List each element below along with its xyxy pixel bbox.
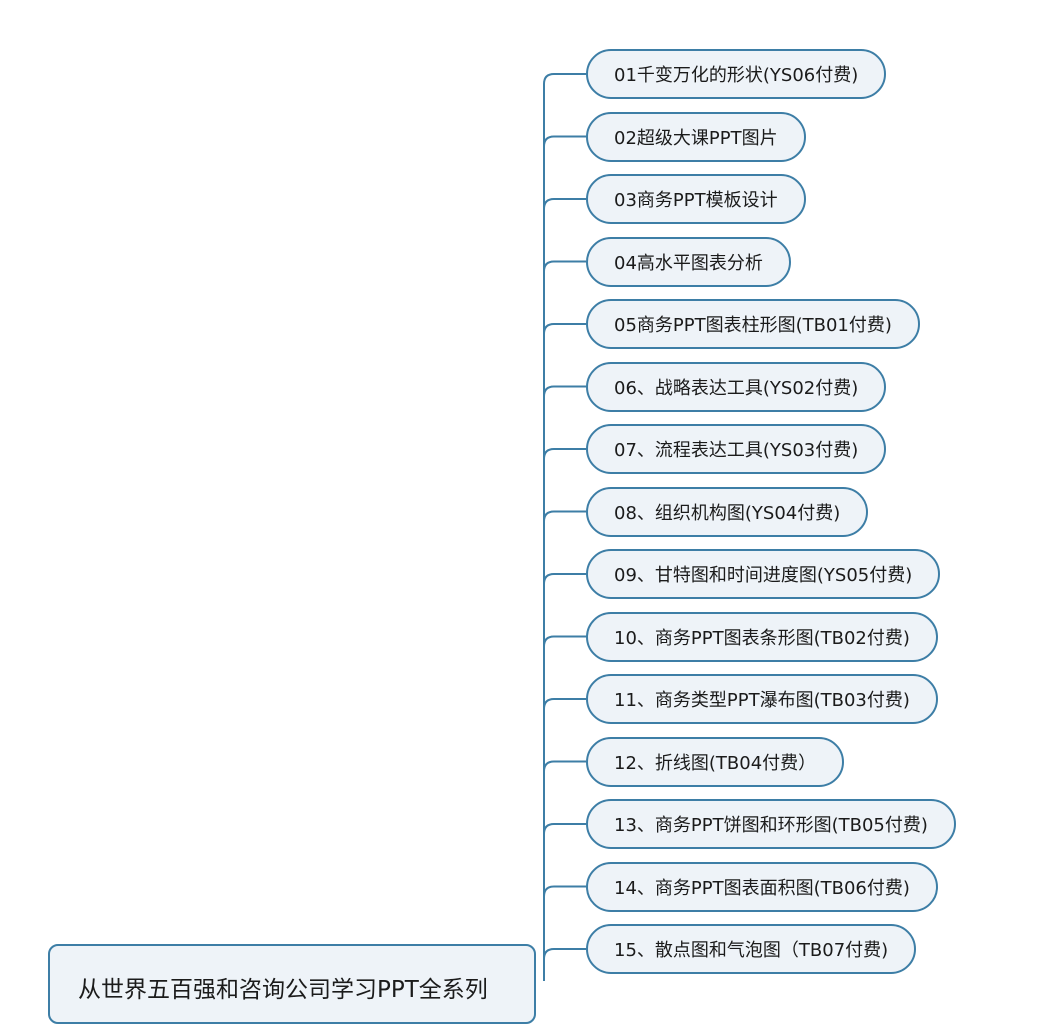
branch-connector — [543, 948, 586, 960]
branch-connector — [543, 885, 586, 897]
branch-connector — [543, 323, 586, 335]
branch-node[interactable]: 03商务PPT模板设计 — [586, 174, 806, 224]
branch-node-label: 07、流程表达工具(YS03付费) — [614, 440, 859, 461]
branch-connector — [543, 823, 586, 835]
branch-node-label: 03商务PPT模板设计 — [614, 190, 778, 211]
branch-node[interactable]: 04高水平图表分析 — [586, 236, 791, 287]
branch-node-label: 02超级大课PPT图片 — [614, 127, 778, 149]
branch-node[interactable]: 05商务PPT图表柱形图(TB01付费) — [586, 299, 920, 349]
branch-node[interactable]: 10、商务PPT图表条形图(TB02付费) — [586, 611, 938, 662]
branch-node[interactable]: 01千变万化的形状(YS06付费) — [586, 49, 887, 99]
branch-connector — [543, 385, 586, 397]
branch-node[interactable]: 07、流程表达工具(YS03付费) — [586, 424, 887, 474]
branch-connector — [543, 635, 586, 647]
branch-node[interactable]: 06、战略表达工具(YS02付费) — [586, 361, 887, 412]
branch-connector — [543, 135, 586, 147]
root-topic[interactable]: 从世界五百强和咨询公司学习PPT全系列 — [48, 944, 536, 1024]
branch-node[interactable]: 08、组织机构图(YS04付费) — [586, 486, 869, 537]
branch-connector — [543, 573, 586, 585]
branch-node[interactable]: 13、商务PPT饼图和环形图(TB05付费) — [586, 799, 956, 849]
branch-node-label: 05商务PPT图表柱形图(TB01付费) — [614, 315, 892, 336]
branch-node-label: 04高水平图表分析 — [614, 252, 763, 274]
branch-node-label: 10、商务PPT图表条形图(TB02付费) — [614, 627, 910, 649]
branch-node-label: 06、战略表达工具(YS02付费) — [614, 377, 859, 399]
branch-node-label: 13、商务PPT饼图和环形图(TB05付费) — [614, 815, 928, 836]
branch-connector — [543, 760, 586, 772]
branch-node-label: 15、散点图和气泡图（TB07付费) — [614, 940, 889, 961]
branch-node-label: 09、甘特图和时间进度图(YS05付费) — [614, 565, 913, 586]
branch-node[interactable]: 15、散点图和气泡图（TB07付费) — [586, 924, 917, 974]
branch-node[interactable]: 12、折线图(TB04付费） — [586, 736, 845, 787]
branch-connector — [543, 198, 586, 210]
branch-connector — [543, 698, 586, 710]
branch-node-label: 12、折线图(TB04付费） — [614, 752, 817, 774]
branch-node[interactable]: 09、甘特图和时间进度图(YS05付费) — [586, 549, 941, 599]
branch-node[interactable]: 14、商务PPT图表面积图(TB06付费) — [586, 861, 938, 912]
mindmap-connectors — [543, 73, 586, 981]
branch-connector — [543, 510, 586, 522]
branch-connector — [543, 73, 586, 85]
branch-connector — [543, 448, 586, 460]
branch-node[interactable]: 11、商务类型PPT瀑布图(TB03付费) — [586, 674, 938, 724]
branch-node-label: 14、商务PPT图表面积图(TB06付费) — [614, 877, 910, 899]
branch-connector — [543, 260, 586, 272]
branch-node-label: 01千变万化的形状(YS06付费) — [614, 65, 859, 86]
branch-node-label: 08、组织机构图(YS04付费) — [614, 502, 841, 524]
branch-node[interactable]: 02超级大课PPT图片 — [586, 111, 806, 162]
branch-node-label: 11、商务类型PPT瀑布图(TB03付费) — [614, 690, 910, 711]
